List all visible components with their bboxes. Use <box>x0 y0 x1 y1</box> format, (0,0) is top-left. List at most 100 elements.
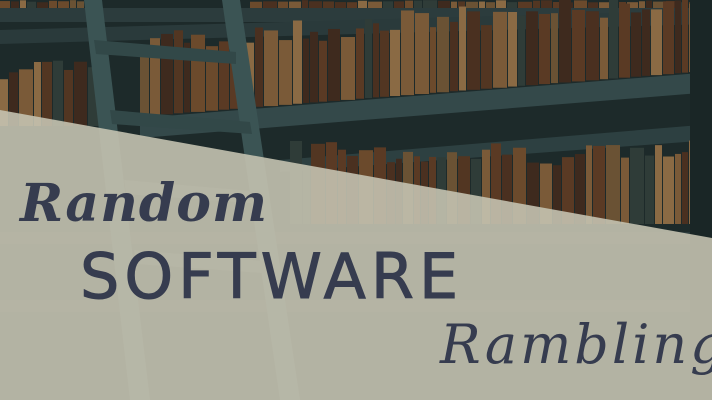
book-spine <box>358 0 367 8</box>
title-line-random: Random <box>20 173 268 234</box>
book-spine <box>526 11 538 86</box>
book-spine <box>575 154 585 224</box>
book-spine <box>599 2 609 8</box>
book-spine <box>631 12 641 77</box>
book-spine <box>347 2 357 8</box>
book-spine <box>356 28 364 99</box>
book-spine <box>682 0 688 73</box>
book-spine <box>574 0 587 8</box>
book-spine <box>481 25 492 89</box>
book-spine <box>553 165 561 224</box>
book-spine <box>663 156 674 224</box>
book-spine <box>423 0 437 8</box>
book-spine <box>539 13 550 85</box>
overlay-band <box>0 110 712 400</box>
book-spine <box>405 0 413 8</box>
book-spine <box>459 6 466 91</box>
book-spine <box>447 152 457 224</box>
book-spine <box>430 27 436 93</box>
book-spine <box>502 154 512 224</box>
book-spine <box>309 1 322 9</box>
book-spine <box>586 11 599 81</box>
book-spine <box>74 61 87 126</box>
book-spine <box>77 1 84 8</box>
book-spine <box>0 1 10 9</box>
book-spine <box>184 42 190 113</box>
book-spine <box>303 38 309 103</box>
book-spine <box>191 34 205 112</box>
book-spine <box>541 0 552 8</box>
book-spine <box>380 30 389 97</box>
book-spine <box>609 0 618 79</box>
book-spine <box>588 2 598 8</box>
book-spine <box>383 1 393 8</box>
book-spine <box>507 2 517 8</box>
book-spine <box>467 11 480 90</box>
book-spine <box>508 12 517 87</box>
book-spine <box>150 38 160 116</box>
book-spine <box>642 9 650 76</box>
book-spine <box>174 30 183 114</box>
book-spine <box>682 152 688 224</box>
book-spine <box>437 16 449 93</box>
book-spine <box>551 13 558 84</box>
book-spine <box>675 0 681 74</box>
book-spine <box>42 61 52 126</box>
book-spine <box>394 1 404 9</box>
book-spine <box>319 40 327 102</box>
book-spine <box>64 69 73 126</box>
book-spine <box>328 28 340 101</box>
book-spine <box>27 1 36 8</box>
book-spine <box>20 0 26 8</box>
book-spine <box>414 0 422 8</box>
book-spine <box>19 69 33 126</box>
book-spine <box>518 1 532 8</box>
book-spine <box>518 15 525 86</box>
book-spine <box>466 1 478 9</box>
book-spine <box>140 53 149 116</box>
book-spine <box>458 1 465 8</box>
book-spine <box>49 0 57 8</box>
book-spine <box>627 2 638 8</box>
book-spine <box>482 149 490 224</box>
book-spine <box>365 19 372 99</box>
book-spine <box>451 1 457 9</box>
book-spine <box>572 9 585 82</box>
book-spine <box>390 29 400 96</box>
book-spine <box>651 9 662 76</box>
book-spine <box>219 41 229 110</box>
book-spine <box>255 27 263 107</box>
book-spine <box>335 2 346 8</box>
book-spine <box>278 1 288 8</box>
books-row-top <box>0 0 695 9</box>
book-spine <box>341 37 355 100</box>
book-spine <box>675 153 681 224</box>
book-spine <box>70 0 76 9</box>
book-spine <box>310 31 318 103</box>
book-spine <box>9 72 18 126</box>
book-spine <box>600 17 608 80</box>
book-spine <box>373 23 379 98</box>
book-spine <box>496 0 506 8</box>
book-spine <box>486 2 495 8</box>
book-spine <box>559 0 571 83</box>
book-spine <box>646 0 652 8</box>
book-spine <box>37 2 48 8</box>
title-line-software: SOFTWARE <box>79 240 464 313</box>
book-spine <box>263 1 277 9</box>
book-spine <box>593 145 605 224</box>
book-spine <box>58 1 69 8</box>
book-spine <box>438 0 450 8</box>
book-spine <box>630 147 644 224</box>
book-spine <box>450 21 458 92</box>
book-spine <box>493 11 507 88</box>
book-spine <box>368 1 382 8</box>
book-spine <box>302 0 308 8</box>
book-spine <box>250 1 262 9</box>
book-spine <box>653 1 665 8</box>
book-spine <box>323 1 334 8</box>
book-spine <box>34 62 41 126</box>
book-spine <box>471 158 481 224</box>
book-spine <box>533 0 540 8</box>
